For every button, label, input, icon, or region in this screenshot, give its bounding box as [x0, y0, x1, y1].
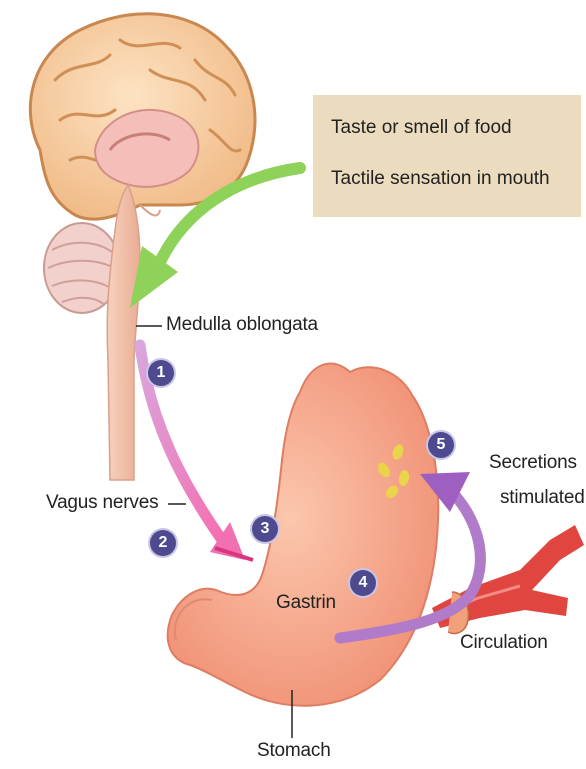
secretions-label-line1: Secretions — [489, 452, 577, 474]
info-line-tactile: Tactile sensation in mouth — [331, 168, 550, 190]
stomach — [168, 364, 439, 706]
step-badge-3: 3 — [252, 516, 278, 542]
secretions-label-line2: stimulated — [500, 487, 585, 509]
stimulus-info-box: Taste or smell of food Tactile sensation… — [313, 95, 581, 217]
step-badge-1: 1 — [148, 360, 174, 386]
circulation-label: Circulation — [460, 632, 548, 654]
gastrin-label: Gastrin — [276, 592, 336, 614]
vagus-label: Vagus nerves — [46, 492, 158, 514]
info-line-taste-smell: Taste or smell of food — [331, 117, 512, 139]
step-badge-4: 4 — [350, 570, 376, 596]
brainstem-spinal-cord — [107, 185, 160, 480]
step-badge-2: 2 — [150, 530, 176, 556]
blood-vessel — [432, 525, 584, 634]
step-badge-5: 5 — [428, 432, 454, 458]
medulla-label: Medulla oblongata — [166, 314, 318, 336]
stomach-label: Stomach — [257, 740, 331, 762]
